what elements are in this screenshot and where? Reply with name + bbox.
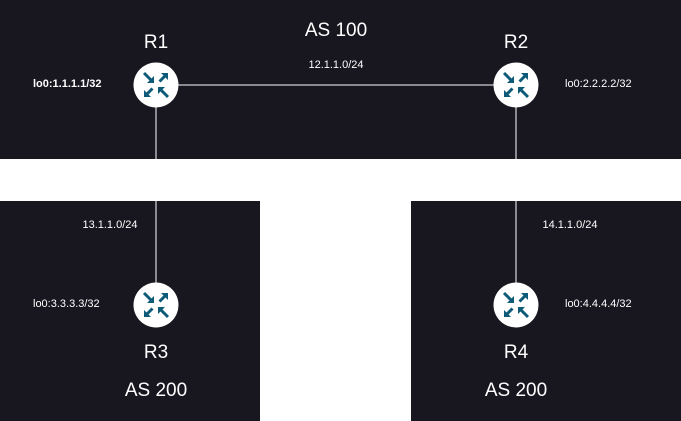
subnet-r1-r2: 12.1.1.0/24 [308,59,364,71]
as-label-200-right: AS 200 [484,380,548,401]
router-icon [133,282,179,328]
loopback-r4: lo0:4.4.4.4/32 [565,298,632,310]
router-icon [493,62,539,108]
router-r1[interactable] [133,62,179,108]
router-r4[interactable] [493,282,539,328]
loopback-r2: lo0:2.2.2.2/32 [565,78,632,90]
router-name-r4: R4 [503,342,529,363]
router-name-r3: R3 [143,342,169,363]
router-r3[interactable] [133,282,179,328]
router-name-r1: R1 [143,32,169,53]
as-label-100: AS 100 [304,20,368,41]
loopback-r3: lo0:3.3.3.3/32 [33,298,100,310]
as-label-200-left: AS 200 [124,380,188,401]
router-r2[interactable] [493,62,539,108]
router-icon [133,62,179,108]
router-icon [493,282,539,328]
router-name-r2: R2 [503,32,529,53]
loopback-r1: lo0:1.1.1.1/32 [33,78,102,90]
as-200-area-r3 [0,201,260,421]
subnet-r1-r3: 13.1.1.0/24 [82,219,138,231]
as-100-area [0,0,681,159]
subnet-r2-r4: 14.1.1.0/24 [542,219,598,231]
as-200-area-r4 [411,201,681,421]
